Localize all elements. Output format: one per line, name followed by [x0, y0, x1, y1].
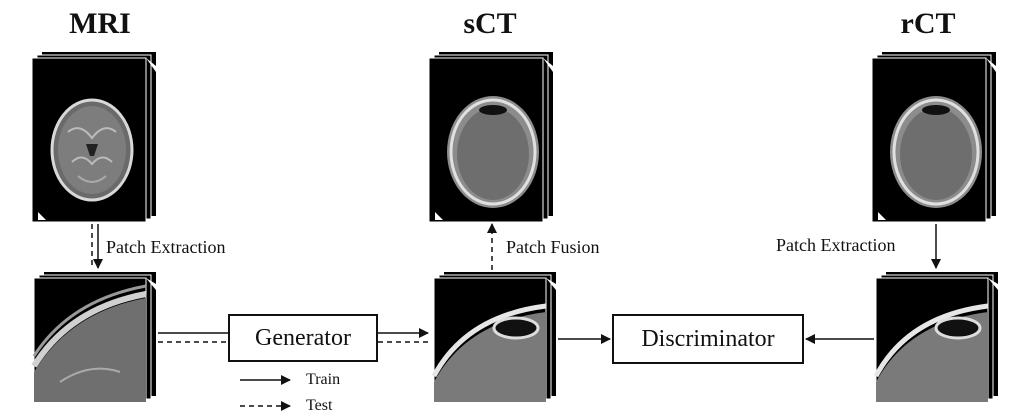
sct-image-stack: [428, 52, 553, 223]
mri-to-generator-link: [158, 332, 228, 343]
rct-patch-extraction-label: Patch Extraction: [776, 235, 896, 255]
rct-patch-stack: [873, 272, 998, 403]
generator-to-sct-arrow: [378, 328, 429, 343]
discriminator-box: Discriminator: [612, 314, 804, 364]
sct-brain-slice: [447, 96, 539, 208]
mri-patch-extraction-label: Patch Extraction: [106, 237, 226, 257]
sct-title: sCT: [463, 7, 517, 40]
mri-patch-stack: [31, 272, 156, 403]
sct-patch-stack: [431, 272, 556, 403]
legend-test-label: Test: [306, 397, 333, 414]
sct-patch-fusion-label: Patch Fusion: [506, 237, 600, 257]
mri-brain-slice: [50, 98, 134, 202]
mri-title: MRI: [69, 7, 131, 40]
rct-title: rCT: [900, 7, 956, 40]
mri-extraction-arrow: [91, 224, 103, 269]
legend-train-label: Train: [306, 371, 341, 388]
mri-image-stack: [31, 52, 156, 223]
rct-image-stack: [871, 52, 996, 223]
rct-brain-slice: [890, 96, 982, 208]
generator-box: Generator: [228, 314, 378, 362]
